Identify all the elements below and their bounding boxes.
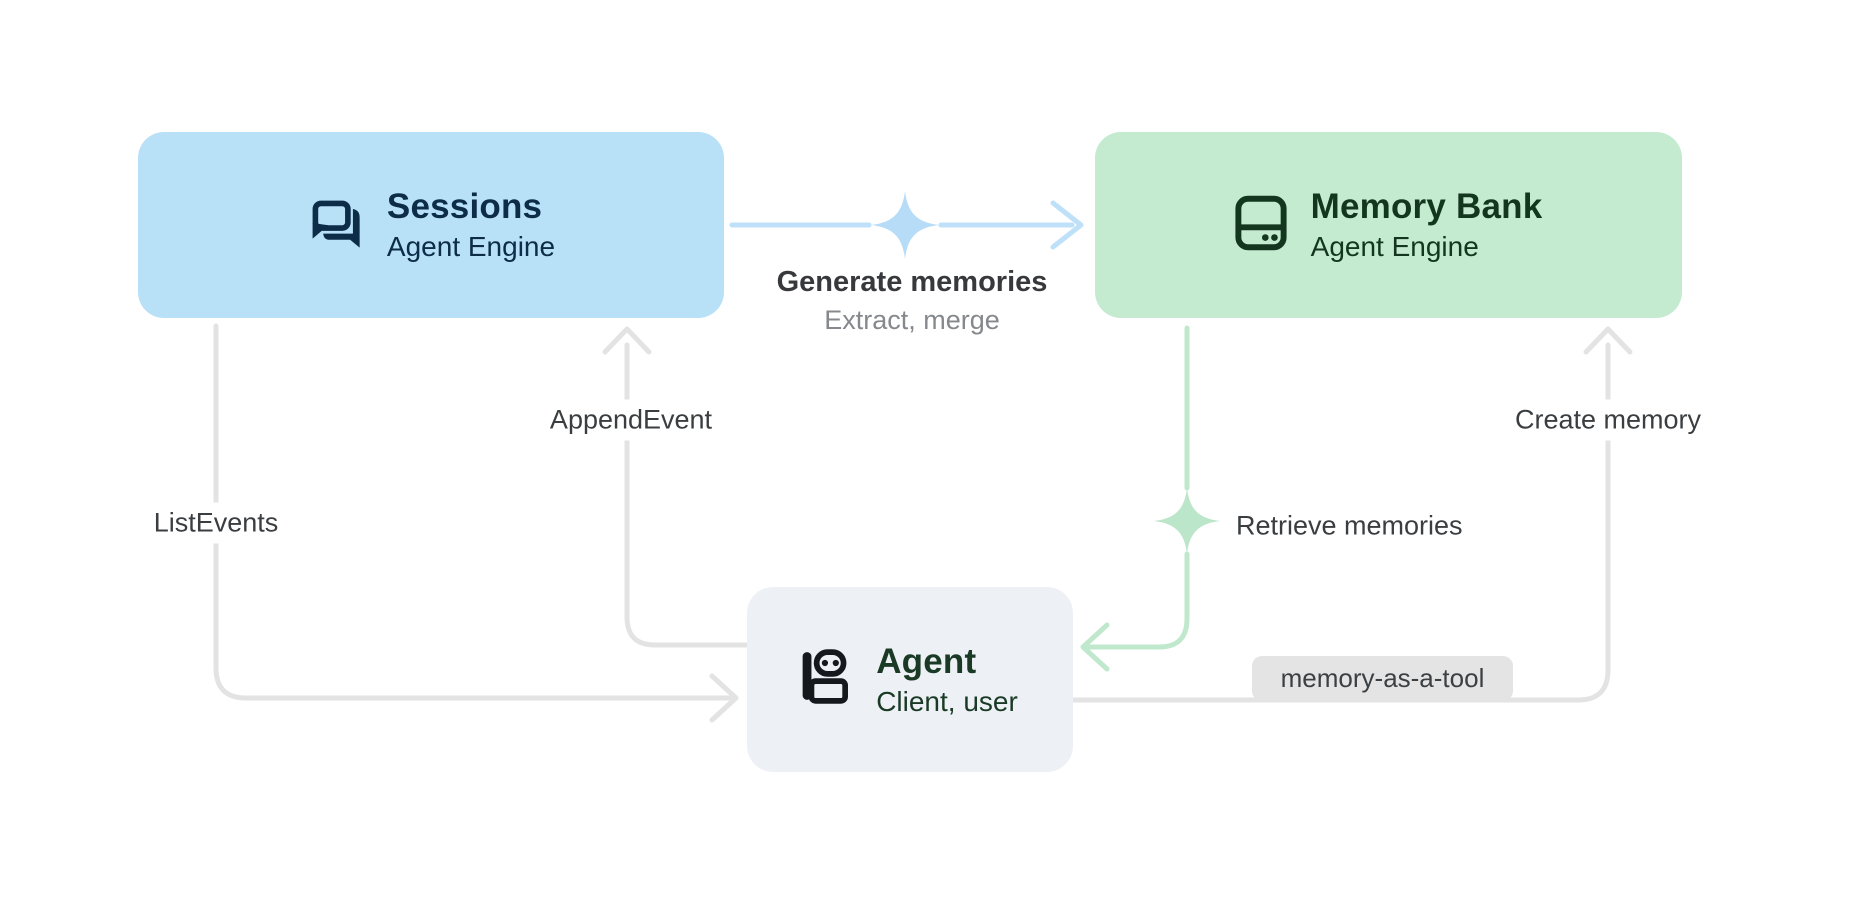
edge-label-text: Generate memories: [776, 266, 1048, 298]
arrowhead-right: [709, 673, 739, 723]
arrowhead-right: [1050, 200, 1084, 250]
node-agent: Agent Client, user: [747, 587, 1073, 772]
edge-label-list-events: ListEvents: [143, 502, 289, 544]
node-subtitle: Client, user: [876, 685, 1018, 717]
arrowhead-left: [1080, 622, 1110, 672]
node-memory-bank: Memory Bank Agent Engine: [1095, 132, 1682, 318]
edge-create-memory: [1070, 326, 1633, 703]
sparkle-icon: [1154, 488, 1220, 554]
node-title: Memory Bank: [1310, 187, 1543, 226]
chat-forum-icon: [307, 195, 363, 256]
edge-sublabel-text: Extract, merge: [824, 305, 1000, 335]
edge-label-append-event: AppendEvent: [539, 399, 723, 441]
edge-label-retrieve-memories: Retrieve memories: [1236, 510, 1463, 541]
node-subtitle: Agent Engine: [386, 231, 556, 262]
edge-label-create-memory: Create memory: [1504, 399, 1712, 441]
node-title: Agent: [876, 641, 977, 681]
edge-generate-memories: [729, 200, 1084, 250]
node-title: Sessions: [386, 187, 543, 226]
node-subtitle: Agent Engine: [1310, 231, 1479, 262]
edge-retrieve-memories: [1080, 325, 1190, 672]
robot-icon: [802, 649, 852, 710]
edge-list-events: [213, 323, 739, 723]
storage-icon: [1235, 195, 1287, 256]
edge-label-generate-memories: Generate memories Extract, merge: [777, 262, 1048, 338]
node-sessions: Sessions Agent Engine: [138, 132, 724, 318]
arrowhead-up: [1583, 326, 1633, 355]
edge-append-event: [602, 326, 750, 648]
memory-as-a-tool-badge: memory-as-a-tool: [1252, 656, 1513, 701]
sparkle-icon: [871, 191, 939, 259]
arrowhead-up: [602, 326, 652, 355]
